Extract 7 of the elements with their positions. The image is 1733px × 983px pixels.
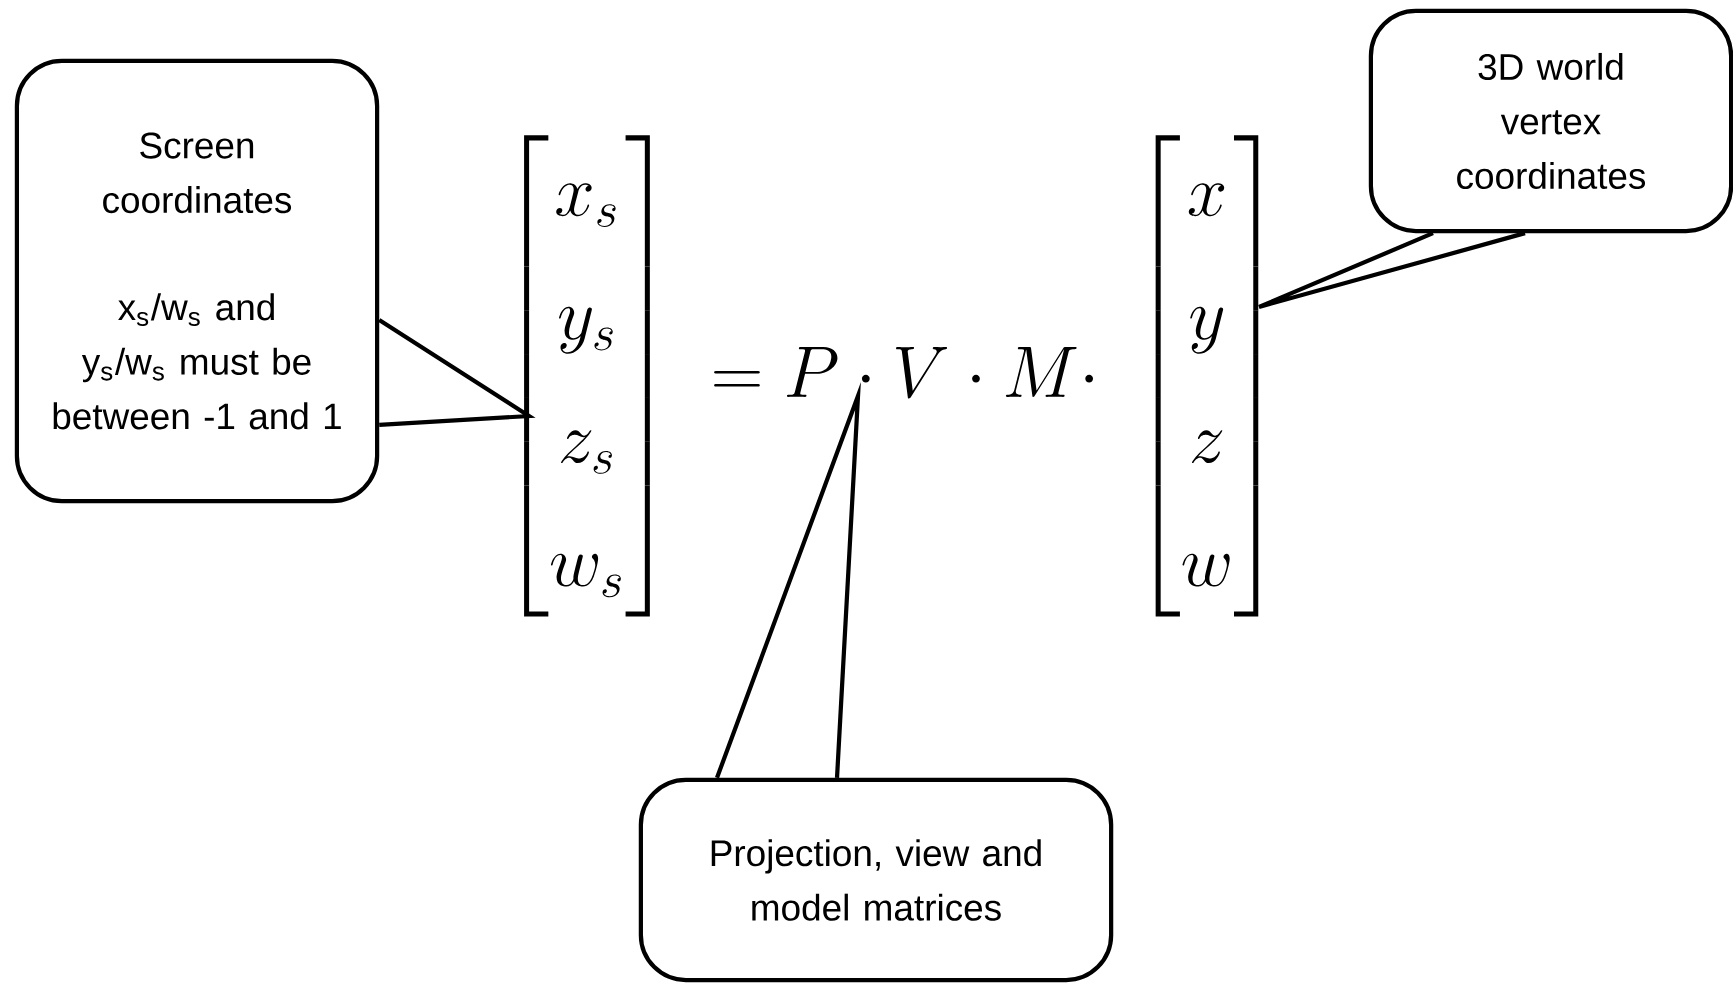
math-formula: $= P \cdot V \cdot M \cdot$ [714, 347, 1093, 399]
speech-bubble: Projection, view and model matrices [638, 777, 1114, 983]
speech-bubble: 3D world vertex coordinates [1368, 8, 1733, 234]
math-formula: $\begin{bmatrix} x_s \\ y_s \\ z_s \\ w_s \end{bmatrix}$ [524, 135, 650, 617]
speech-bubble-tail [377, 318, 536, 428]
math-formula: $\begin{bmatrix} x \\ y \\ z \\ w \end{bmatrix}$ [1155, 135, 1259, 617]
speech-bubble: Screen coordinates x$_{s}$/w$_{s}$ and y$_{s}$/w$_{s}$ must be between -1 and 1 [14, 58, 380, 504]
